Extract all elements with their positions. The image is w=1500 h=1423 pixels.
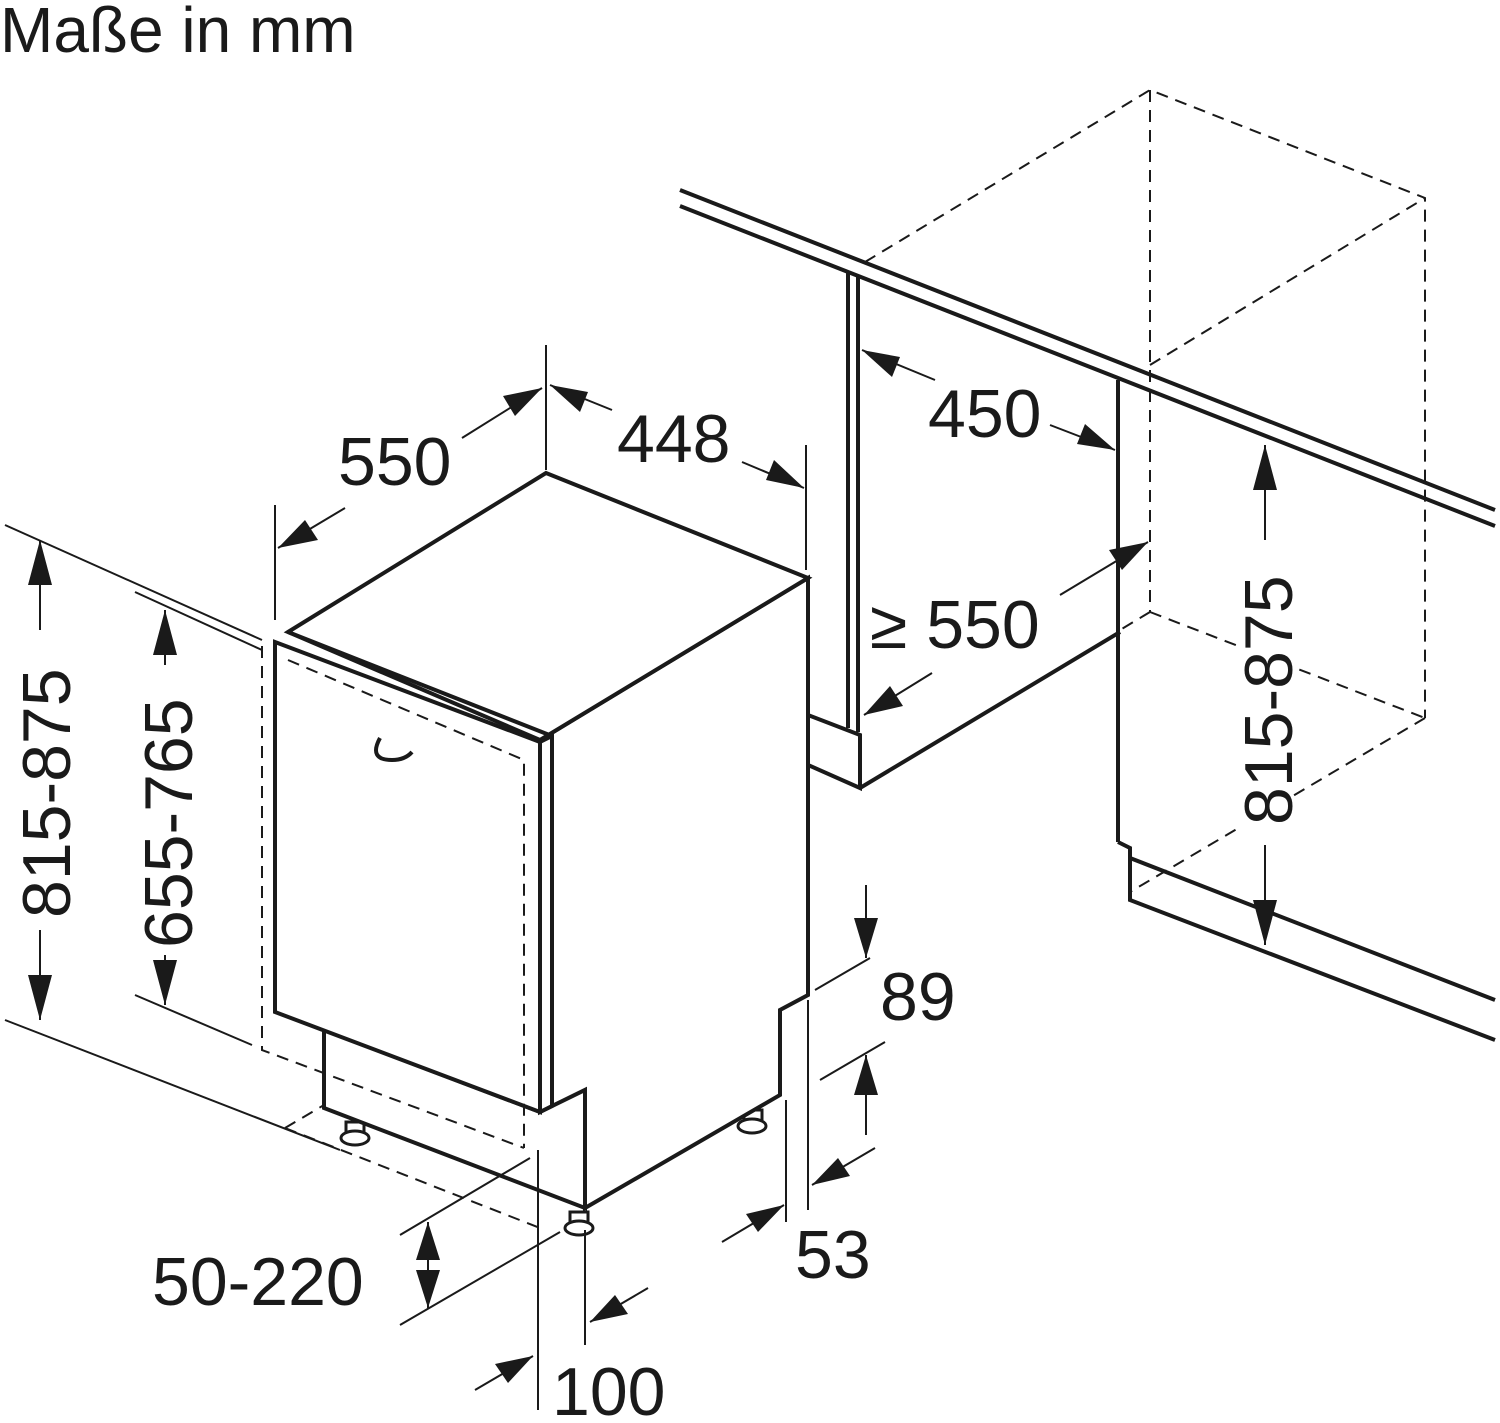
dim-plinth-50-220: 50-220 [152,1222,440,1320]
dim-niche-width-450: 450 [861,349,1116,452]
ext-89-top [814,957,871,991]
dim-height-815-875-right: 815-875 [1231,445,1307,945]
label-89: 89 [880,959,956,1035]
label-100: 100 [552,1354,665,1423]
worktop-top-edge [679,188,1496,512]
ext-bottom-815 [4,1019,341,1151]
door-handle [374,737,414,763]
dim-plinth-89: 89 [854,885,956,1135]
door-top-edge [287,630,553,738]
ext-5020-top [399,1157,531,1236]
label-53: 53 [795,1217,871,1293]
ext-89-bottom [819,1041,886,1081]
dim-niche-depth-550: ≥ 550 [863,541,1149,716]
foot-front [563,1210,595,1237]
decor-panel-outline-left [261,646,525,1149]
cabinet-outline-top [864,88,1426,718]
dim-height-815-875-left: 815-875 [9,540,85,1020]
dishwasher-top [283,470,813,743]
dim-depth-550: 550 [277,387,543,549]
label-550-depth: 550 [338,424,451,500]
dim-foot-100: 100 [474,1287,665,1423]
label-450-niche-width: 450 [928,376,1041,452]
decor-panel-outline-top [287,659,525,1148]
decor-panel-outline-foot [284,1104,325,1129]
label-550-niche-depth: ≥ 550 [870,587,1040,663]
kitchen-niche [679,88,1496,1042]
dishwasher [261,470,813,1237]
label-50-220: 50-220 [152,1244,364,1320]
ext-top-655 [134,591,263,651]
dim-plinth-53: 53 [721,1147,876,1293]
niche-floor-back [858,630,1122,790]
diagram-title: Maße in mm [0,0,356,66]
worktop-bottom-edge [679,204,1496,528]
ext-5020-bottom [399,1231,561,1326]
right-plinth [1117,840,1496,1042]
dim-height-655-765: 655-765 [131,610,207,1005]
extension-lines [4,345,886,1410]
door-edge [538,732,554,1116]
label-815-875-left: 815-875 [9,668,85,918]
dim-width-448: 448 [549,384,805,489]
cabinet-outline-mid [1149,197,1426,366]
ext-top-815 [4,524,263,641]
left-plinth [806,712,862,792]
cabinet-outline-floor-front [1119,611,1151,631]
label-815-875-right: 815-875 [1231,575,1307,825]
ext-bottom-655 [134,994,253,1046]
right-floor-line [1129,856,1496,1002]
label-448-width: 448 [617,401,730,477]
label-655-765: 655-765 [131,698,207,948]
